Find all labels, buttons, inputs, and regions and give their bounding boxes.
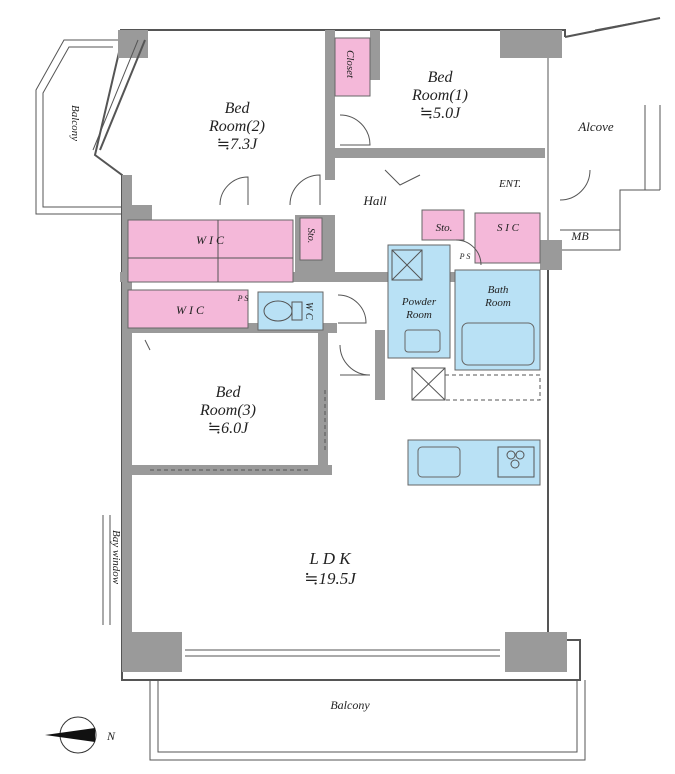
wic-top-label: W I C [196, 233, 225, 247]
bedroom2-name: Bed [225, 100, 251, 117]
kitchen-counter [391, 249, 541, 401]
toilet-fixture [263, 300, 303, 322]
north-arrow-icon: N [45, 716, 116, 754]
ent-label: ENT. [498, 178, 521, 190]
bedroom3-sub: Room(3) [199, 402, 256, 419]
bedroom1-size: ≒5.0J [420, 105, 461, 122]
closet-label: Closet [344, 50, 356, 79]
sto-right-label: Sto. [436, 222, 453, 234]
bedroom1-name: Bed [428, 69, 454, 86]
north-label: N [106, 729, 116, 743]
sto-left-label: Sto. [305, 228, 316, 243]
wet-areas [257, 244, 541, 486]
hall-label: Hall [362, 193, 387, 208]
windows [102, 390, 500, 657]
ldk-label: L D K ≒19.5J [304, 549, 357, 588]
left-balcony [35, 39, 124, 215]
bedroom1-sub: Room(1) [411, 87, 468, 104]
sic-label: S I C [497, 222, 520, 234]
wall-pillars [118, 30, 567, 672]
bedroom2-size: ≒7.3J [217, 136, 258, 153]
wic-bottom-label: W I C [176, 303, 205, 317]
bath-label-2: Room [484, 297, 511, 309]
bay-window-label: Bay window [110, 530, 122, 585]
bath-label: Bath [488, 284, 509, 296]
powder-label-2: Room [405, 309, 432, 321]
bedroom3-size: ≒6.0J [208, 420, 249, 437]
ps-right-label: P S [459, 252, 471, 261]
bedroom2-label: Bed Room(2) ≒7.3J [208, 100, 265, 153]
alcove-label: Alcove [577, 119, 614, 134]
balcony-left-label: Balcony [69, 105, 81, 141]
ldk-name: L D K [308, 549, 352, 568]
powder-label: Powder [401, 296, 437, 308]
bedroom2-walls [92, 39, 146, 151]
bottom-balcony [149, 680, 586, 761]
wc-label: W C [303, 302, 314, 320]
bedroom3-label: Bed Room(3) ≒6.0J [199, 384, 256, 437]
bedroom3-name: Bed [216, 384, 242, 401]
balcony-bottom-label: Balcony [330, 698, 370, 712]
ps-left-label: P S [237, 294, 249, 303]
door-swings [144, 114, 591, 376]
bedroom1-label: Bed Room(1) ≒5.0J [411, 69, 468, 122]
bedroom2-sub: Room(2) [208, 118, 265, 135]
ldk-size: ≒19.5J [304, 569, 357, 588]
mb-label: MB [570, 229, 589, 243]
stove-icon [497, 446, 535, 478]
storage-areas [127, 37, 541, 329]
